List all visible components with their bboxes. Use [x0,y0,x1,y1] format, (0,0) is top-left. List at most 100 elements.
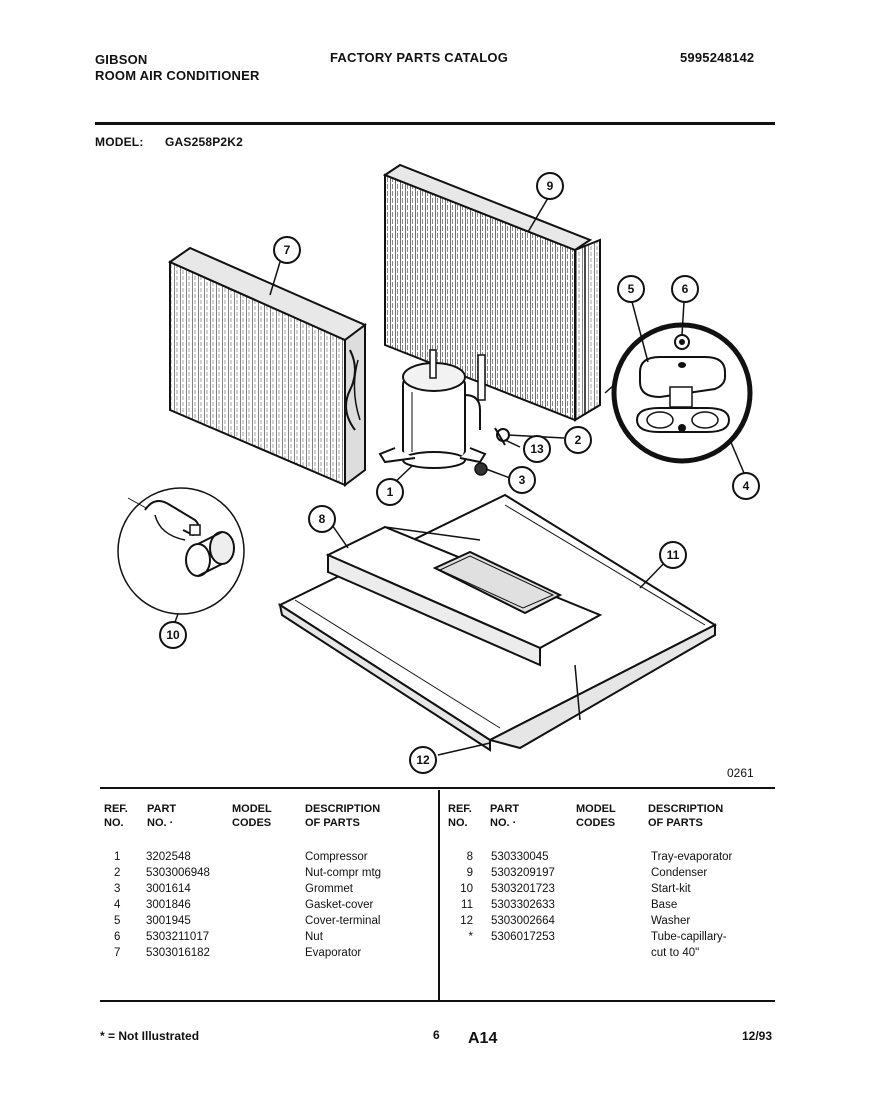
header-ref-right: REF.NO. [448,803,472,829]
left-ref-column: 1 2 3 4 5 6 7 [114,849,120,961]
table-cell: Tray-evaporator [651,851,733,863]
table-cell [455,945,473,961]
table-cell: Evaporator [305,947,362,959]
callout-1: 1 [387,485,394,499]
table-cell: 6 [114,931,121,943]
table-cell: 10 [460,883,473,895]
callout-4: 4 [743,479,750,493]
exploded-parts-diagram: 7 9 5 6 2 13 3 4 1 8 11 10 12 [117,163,760,774]
callout-10-circle [159,621,187,649]
table-cell: 5303302633 [491,899,555,911]
table-cell: 3202548 [146,851,191,863]
right-part-column: 530330045 5303209197 5303201723 53033026… [491,849,555,961]
model-label: MODEL: [95,135,144,149]
table-top-rule [100,787,775,789]
callout-10: 10 [166,628,180,642]
section-code: A14 [468,1030,498,1047]
callout-2: 2 [575,433,582,447]
table-cell: cut to 40" [651,947,700,959]
table-cell: 1 [114,851,121,863]
callout-5-circle [617,275,645,303]
figure-code: 0261 [727,766,754,780]
revision-date: 12/93 [742,1029,773,1043]
table-cell: Gasket-cover [305,899,374,911]
product-type: ROOM AIR CONDITIONER [95,68,260,83]
model-number: GAS258P2K2 [165,135,244,149]
leader-lines [174,197,745,756]
grommet [474,462,488,476]
table-cell: 5 [114,915,121,927]
table-cell: 11 [461,899,473,911]
table-cell: 8 [466,851,473,863]
callout-13-circle [523,435,551,463]
table-cell: Grommet [305,883,353,895]
catalog-title: FACTORY PARTS CATALOG [330,50,509,65]
table-cell: Nut [305,931,323,943]
table-cell: 9 [466,867,473,879]
table-cell: 2 [114,867,121,879]
table-cell: Washer [651,915,691,927]
table-cell: 5303211017 [146,931,210,943]
callout-8-circle [308,505,336,533]
table-cell: 7 [114,947,121,959]
callout-5: 5 [628,282,635,296]
callout-11: 11 [667,548,680,562]
callout-4-circle [732,472,760,500]
footnote: * = Not Illustrated [100,1029,200,1043]
header-ref-left: REF.NO. [104,803,128,829]
catalog-number: 5995248142 [680,50,755,65]
table-cell: Condenser [651,867,708,879]
callout-1-circle [376,478,404,506]
table-cell: 5303016182 [146,947,210,959]
table-cell: Base [651,899,678,911]
table-cell: Compressor [305,851,368,863]
table-cell: 5303201723 [491,883,555,895]
table-cell: 3 [114,883,121,895]
callout-12-circle [409,746,437,774]
table-cell [491,945,555,961]
table-cell: 4 [114,899,121,911]
callout-3: 3 [519,473,526,487]
table-bottom-rule [100,1000,775,1002]
table-cell: Cover-terminal [305,915,381,927]
callout-11-circle [659,541,687,569]
page-number: 6 [433,1028,440,1042]
evaporator-coil [167,246,367,487]
callout-6-circle [671,275,699,303]
right-desc-column: Tray-evaporator Condenser Start-kit Base… [651,849,732,961]
callout-2-circle [564,426,592,454]
right-ref-column: 8 9 10 11 12 * [455,849,473,961]
callout-6: 6 [682,282,689,296]
header-rule [95,122,775,125]
terminal-cover-detail [611,322,753,464]
table-cell: 12 [460,915,473,927]
evaporator-tray [325,525,603,667]
table-center-divider [438,790,440,1000]
table-cell: 3001846 [146,899,191,911]
brand-name: GIBSON [95,52,148,67]
table-cell: Tube-capillary- [651,931,727,943]
table-cell: * [468,931,473,943]
table-cell: 5303002664 [491,915,555,927]
table-cell: Nut-compr mtg [305,867,382,879]
table-cell: Start-kit [651,883,691,895]
callout-9-circle [536,172,564,200]
left-part-column: 3202548 5303006948 3001614 3001846 30019… [146,849,210,961]
start-kit-detail [117,487,245,615]
table-cell: 3001614 [146,883,191,895]
callout-8: 8 [319,512,326,526]
callout-7: 7 [284,243,291,257]
compressor [378,349,487,469]
callout-9: 9 [547,179,554,193]
callout-13: 13 [530,442,544,456]
table-cell: 530330045 [491,851,549,863]
table-cell: 3001945 [146,915,191,927]
callout-7-circle [273,236,301,264]
callout-3-circle [508,466,536,494]
table-cell: 5303006948 [146,867,210,879]
